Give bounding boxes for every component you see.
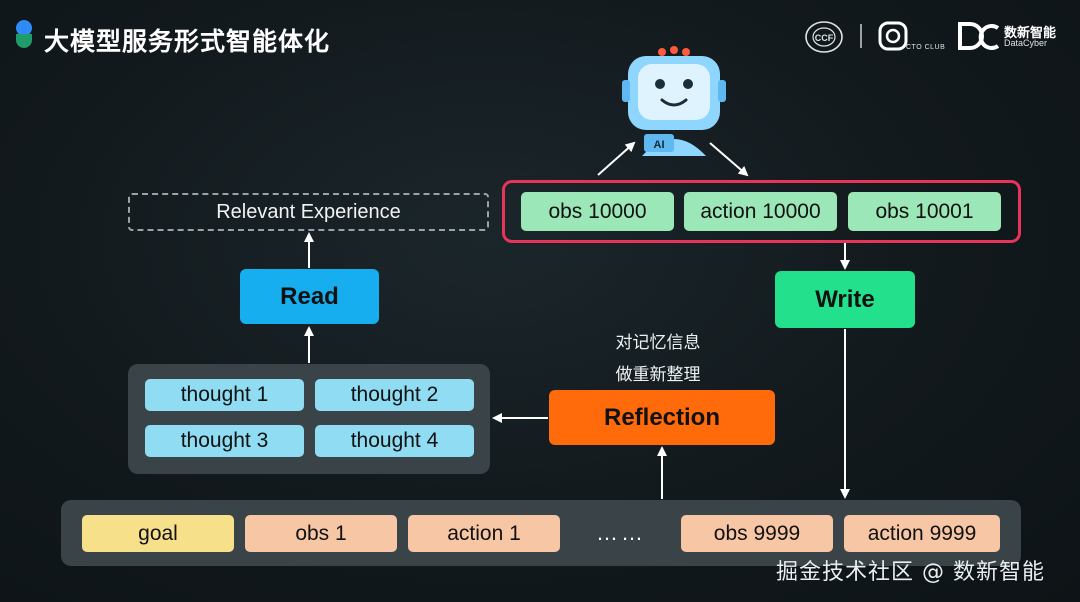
history-item: action 9999 bbox=[844, 515, 1000, 552]
history-item: obs 9999 bbox=[681, 515, 833, 552]
history-item-goal: goal bbox=[82, 515, 234, 552]
reflection-button: Reflection bbox=[549, 390, 775, 445]
robot-badge: AI bbox=[654, 139, 665, 151]
robot-icon: AI bbox=[622, 46, 726, 156]
svg-text:CCF: CCF bbox=[815, 33, 834, 43]
history-item: action 1 bbox=[408, 515, 560, 552]
cto-club-label: CTO CLUB bbox=[906, 44, 946, 51]
arrow-from-robot bbox=[709, 142, 749, 177]
cto-club-logo bbox=[878, 21, 908, 51]
relevant-experience-box: Relevant Experience bbox=[128, 193, 489, 231]
title-mark-icon bbox=[16, 20, 34, 50]
history-ellipsis: …… bbox=[596, 520, 646, 545]
memory-window-frame bbox=[502, 180, 1021, 243]
thought-item: thought 4 bbox=[315, 425, 474, 457]
reflection-note-line-1: 对记忆信息 bbox=[615, 333, 701, 353]
logo-separator bbox=[860, 24, 862, 48]
thought-item: thought 3 bbox=[145, 425, 304, 457]
history-item: obs 1 bbox=[245, 515, 397, 552]
datacyber-name: 数新智能 bbox=[1004, 26, 1057, 41]
datacyber-logo bbox=[958, 22, 1000, 50]
thought-item: thought 2 bbox=[315, 379, 474, 411]
write-button: Write bbox=[775, 271, 915, 328]
memory-item: action 10000 bbox=[684, 192, 837, 231]
datacyber-sub: DataCyber bbox=[1004, 38, 1048, 48]
watermark-text: 掘金技术社区 @ 数新智能 bbox=[776, 560, 1045, 585]
reflection-note-line-2: 做重新整理 bbox=[615, 365, 701, 385]
thought-item: thought 1 bbox=[145, 379, 304, 411]
memory-item: obs 10001 bbox=[848, 192, 1001, 231]
arrow-to-robot bbox=[597, 141, 636, 176]
ccf-seal-logo: CCF bbox=[805, 21, 843, 53]
read-button: Read bbox=[240, 269, 379, 324]
page-title: 大模型服务形式智能体化 bbox=[44, 27, 331, 56]
memory-item: obs 10000 bbox=[521, 192, 674, 231]
